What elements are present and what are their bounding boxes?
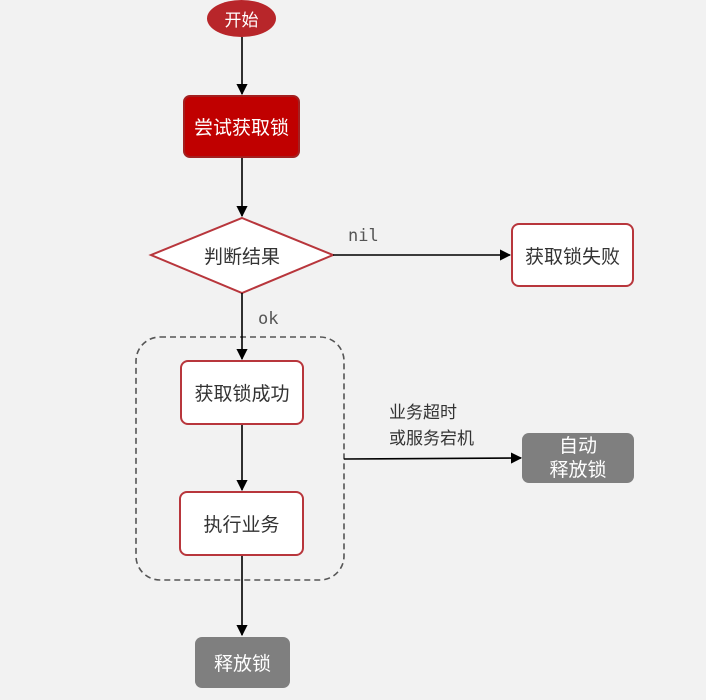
start-node[interactable]: 开始	[207, 0, 276, 37]
release-node[interactable]: 释放锁	[195, 637, 290, 688]
timeout-label-line-2: 或服务宕机	[389, 429, 474, 449]
lock-success-node[interactable]: 获取锁成功	[180, 360, 304, 425]
start-label: 开始	[224, 11, 259, 31]
lock-fail-label: 获取锁失败	[524, 245, 620, 268]
try-lock-label: 尝试获取锁	[193, 117, 289, 139]
execute-node[interactable]: 执行业务	[179, 491, 304, 556]
nil-edge-label: nil	[348, 226, 379, 246]
timeout-edge-label: 业务超时 或服务宕机	[389, 400, 474, 452]
release-label: 释放锁	[213, 653, 271, 675]
timeout-label-line-1: 业务超时	[389, 403, 457, 423]
execute-label: 执行业务	[203, 514, 280, 536]
lock-success-label: 获取锁成功	[194, 383, 290, 405]
try-lock-node[interactable]: 尝试获取锁	[183, 95, 300, 158]
decision-label: 判断结果	[203, 245, 280, 268]
lock-fail-node[interactable]: 获取锁失败	[511, 223, 634, 287]
auto-release-label-line-2: 释放锁	[549, 459, 607, 481]
auto-release-label-line-1: 自动	[558, 435, 597, 457]
decision-node[interactable]: 判断结果	[171, 235, 313, 275]
ok-edge-label: ok	[258, 309, 279, 329]
auto-release-node[interactable]: 自动 释放锁	[522, 433, 634, 483]
arrow-timeout-to-auto-release	[343, 452, 523, 464]
